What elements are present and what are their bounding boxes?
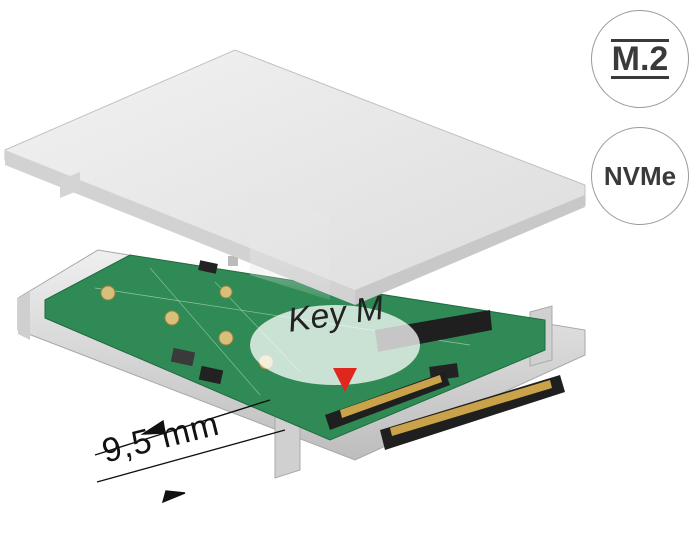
m2-slot-connector (325, 372, 450, 430)
label-glow (250, 305, 420, 385)
key-arrow-icon (333, 368, 357, 392)
m2-badge: M.2 (591, 10, 689, 108)
dimension-indicator (94, 399, 286, 504)
m2-badge-label: M.2 (610, 39, 670, 79)
nvme-badge-label: NVMe (603, 160, 677, 191)
nvme-badge: NVMe (591, 127, 689, 225)
drive-lid (4, 49, 586, 305)
